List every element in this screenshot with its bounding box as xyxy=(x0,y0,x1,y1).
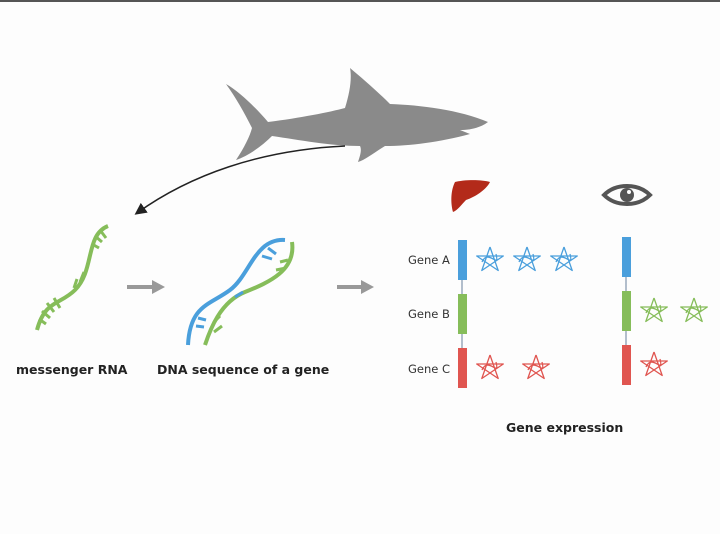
liver-protein-icon xyxy=(476,354,504,380)
shark-icon xyxy=(226,68,488,162)
eye-gene-column xyxy=(622,237,631,385)
liver-gene-c-bar xyxy=(458,348,467,388)
eye-gene-c-bar xyxy=(622,345,631,385)
liver-icon xyxy=(451,180,490,212)
liver-protein-icon xyxy=(513,246,541,272)
rna-to-dna-arrow xyxy=(127,280,165,294)
top-border xyxy=(0,0,720,2)
gene-expression-label: Gene expression xyxy=(506,420,624,435)
gene-b-label: Gene B xyxy=(408,307,450,321)
liver-protein-icon xyxy=(550,246,578,272)
liver-protein-icon xyxy=(522,354,550,380)
liver-gene-a-bar xyxy=(458,240,467,280)
eye-protein-icon xyxy=(640,351,668,377)
liver-gene-column xyxy=(458,240,467,388)
gene-a-label: Gene A xyxy=(408,253,450,267)
gene-c-label: Gene C xyxy=(408,362,451,376)
dna-label: DNA sequence of a gene xyxy=(157,362,330,377)
eye-protein-icon xyxy=(680,297,708,323)
liver-gene-b-bar xyxy=(458,294,467,334)
eye-icon xyxy=(601,184,653,206)
eye-gene-a-bar xyxy=(622,237,631,277)
mrna-label: messenger RNA xyxy=(16,362,128,377)
dna-helix-icon xyxy=(186,237,295,346)
eye-gene-b-bar xyxy=(622,291,631,331)
dna-to-expression-arrow xyxy=(337,280,374,294)
mrna-strand-icon xyxy=(35,224,109,331)
eye-protein-icon xyxy=(640,297,668,323)
liver-protein-icon xyxy=(476,246,504,272)
shark-to-rna-arrow xyxy=(134,145,346,215)
